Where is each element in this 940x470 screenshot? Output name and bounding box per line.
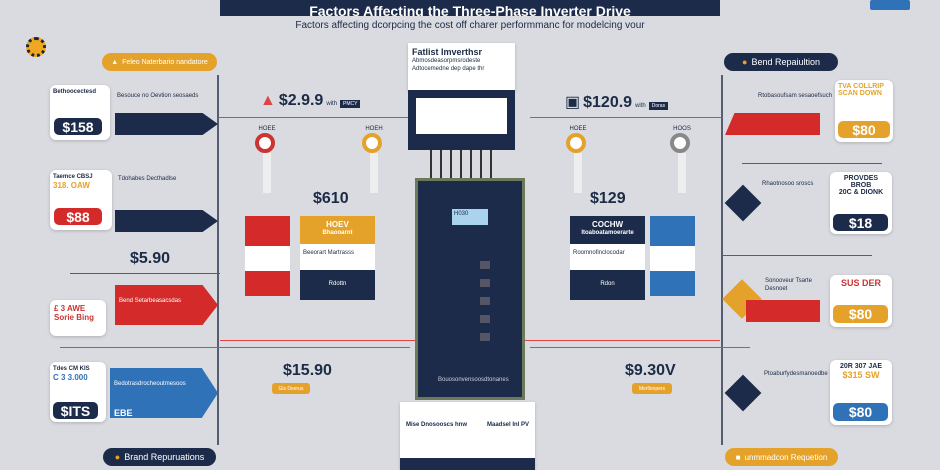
inverter-cabinet: H030 Bouosonvensoosdtonanes [415,178,525,400]
left-card-2[interactable]: Taemce CBSJ 318. OAW $88 [50,170,112,230]
logo-gear-icon [26,37,46,57]
left-card-4[interactable]: Tdes CM KIS C 3 3.000 $ITS [50,362,106,422]
diamond-marker [724,374,762,412]
right-card-3[interactable]: SUS DER $80 [830,275,892,327]
price-low-right: $9.30V [625,362,676,379]
center-top-panel: Fatlist Imverthsr Abmosdeasorpmsrodeste … [408,43,515,91]
block-right-blue [650,216,695,296]
brand-logo-icon [870,0,910,10]
price-mid-left: $610 [313,190,349,207]
title-bar: Factors Affecting the Three-Phase Invert… [220,0,720,16]
gauge-4: HOOS [670,125,694,193]
gauge-3: HOEE [566,125,590,193]
inverter-display: H030 [452,209,488,225]
connector [722,255,872,256]
right-header-pill: ●Bend Repaiultion [724,53,838,71]
connector [60,347,410,348]
right-banner-3 [746,300,820,322]
right-timeline [721,75,723,445]
price-badge: $88 [54,208,102,225]
left-banner-1 [115,113,218,135]
connector [530,117,722,118]
low-left-tag[interactable]: Gis Deerus [272,383,310,394]
badge-icon: ● [742,57,748,67]
control-buttons [480,251,490,351]
price-low-left: $15.90 [283,362,332,379]
right-banner-1 [725,113,820,135]
right-footer-pill[interactable]: ■unmmadcon Requetion [725,448,838,466]
block-left-red [245,216,290,296]
badge-icon: ■ [735,452,741,462]
connector [742,163,882,164]
left-card-1[interactable]: Bethoocectesd $158 [50,85,110,140]
low-right-tag[interactable]: Merllonpers [632,383,672,394]
connector [218,117,408,118]
price-badge: $80 [833,403,888,421]
gauge-2: HOEH [362,125,386,193]
connector [530,347,750,348]
left-footer-pill[interactable]: ●Brand Repuruations [103,448,216,466]
right-card-2[interactable]: PROVDES BROB 20C & DIONK $18 [830,172,892,234]
warning-icon: ▲ [111,58,119,66]
right-card-4[interactable]: 20R 307 JAE $315 SW $80 [830,360,892,425]
left-header-pill: ▲Feleo Naterbario nandatore [102,53,217,71]
wires [430,150,500,178]
left-banner-3: Bend Setarbeasacsdas [115,285,218,325]
price-badge: $80 [833,305,888,323]
connector [70,273,220,274]
badge-icon: ● [114,452,121,462]
page-title: Factors Affecting the Three-Phase Invert… [309,3,631,16]
left-banner-2 [115,210,218,232]
right-card-1[interactable]: TVA COLLRIP SCAN DOWN $80 [835,80,893,142]
gauge-1: HOEE [255,125,279,193]
subtitle: Factors affecting dcorpcing the cost off… [295,20,645,31]
left-timeline [217,75,219,445]
center-controller [408,90,515,150]
diamond-marker [724,184,762,222]
price-badge: $158 [54,118,102,135]
price-badge: $80 [838,121,890,138]
hardhat-icon: ▲ [260,92,276,109]
left-mid-price: $5.90 [130,250,171,267]
price-badge: $18 [833,214,888,231]
device-icon: ▣ [565,94,581,111]
price-mid-right: $129 [590,190,626,207]
price-badge: $ITS [53,402,98,419]
